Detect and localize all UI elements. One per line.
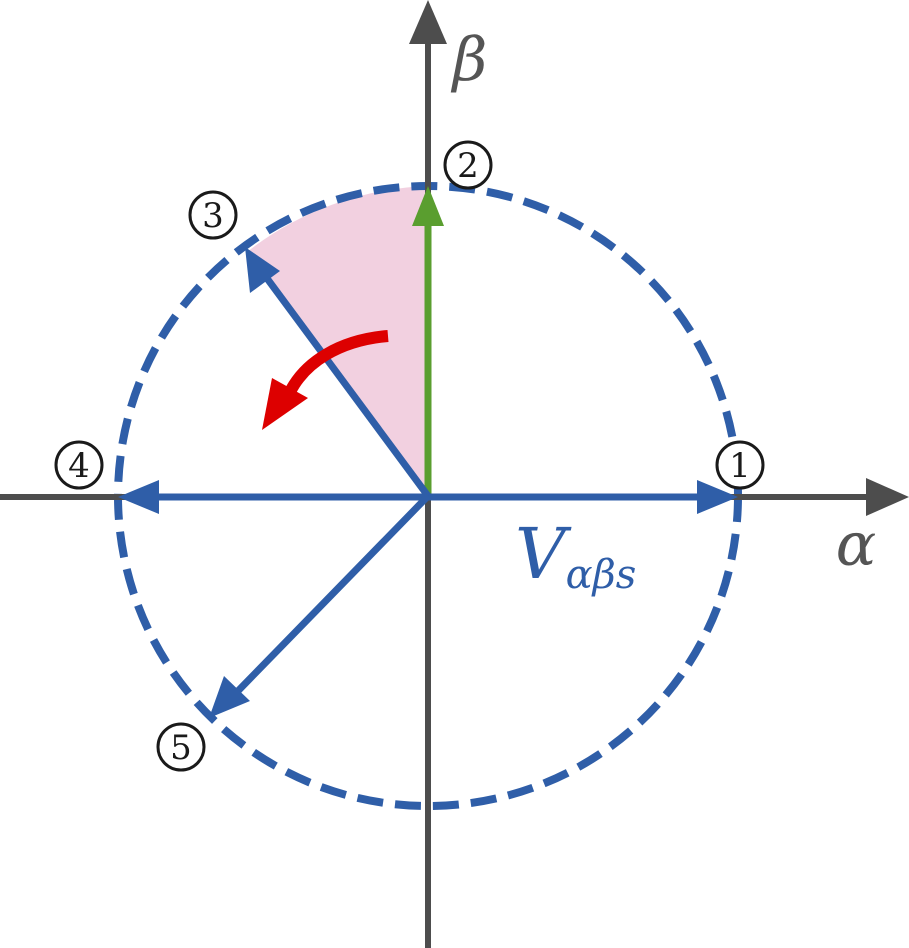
- vector-1: [428, 480, 738, 514]
- marker-5: 5: [156, 722, 206, 772]
- marker-3: 3: [188, 190, 238, 240]
- marker-1: 1: [715, 440, 765, 490]
- marker-4-text: 4: [68, 446, 90, 486]
- beta-axis-label: β: [451, 25, 488, 95]
- rotation-sector: [247, 186, 428, 496]
- marker-3-text: 3: [202, 196, 224, 236]
- marker-4: 4: [54, 440, 104, 490]
- vector-label: Vαβs: [515, 513, 636, 598]
- vector-3: [245, 247, 431, 499]
- marker-1-text: 1: [729, 446, 751, 486]
- alpha-axis-label: α: [836, 510, 877, 580]
- vector-5: [209, 493, 431, 718]
- marker-2: 2: [443, 140, 493, 190]
- vector-label-subscript: αβs: [566, 552, 637, 598]
- rotation-arrow: [262, 330, 389, 430]
- vector-2: [412, 186, 444, 496]
- marker-5-text: 5: [170, 728, 192, 768]
- vector-label-main: V: [515, 513, 572, 595]
- marker-2-text: 2: [457, 146, 479, 186]
- vector-4: [118, 480, 428, 514]
